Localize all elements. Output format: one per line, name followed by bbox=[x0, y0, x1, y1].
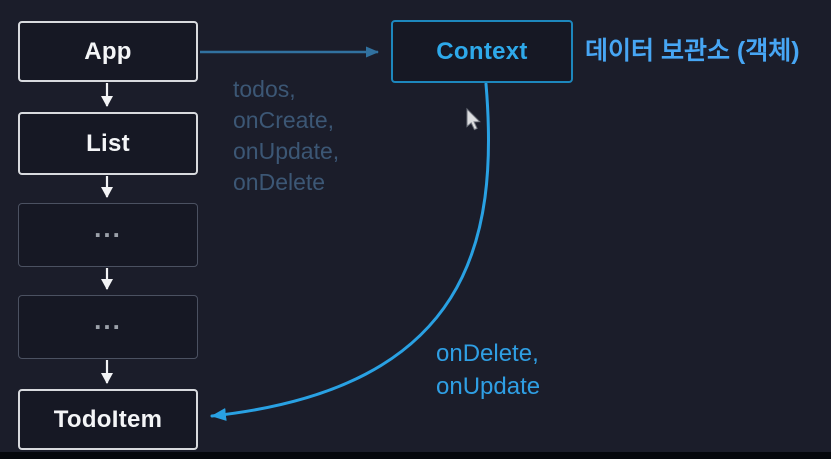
node-list: List bbox=[18, 112, 198, 175]
node-placeholder-1: ... bbox=[18, 203, 198, 267]
node-label: Context bbox=[436, 37, 528, 65]
context-note-label: 데이터 보관소 (객체) bbox=[585, 37, 800, 65]
node-label: List bbox=[86, 129, 130, 157]
node-todoitem: TodoItem bbox=[18, 389, 198, 450]
passed-prop-line: onCreate, bbox=[233, 107, 335, 133]
context-provides-line: onUpdate bbox=[436, 373, 541, 400]
passed-prop-line: onDelete bbox=[233, 169, 326, 195]
context-provides-line: onDelete, bbox=[436, 340, 539, 367]
passed-prop-line: todos, bbox=[233, 76, 296, 102]
mouse-cursor-icon bbox=[466, 107, 481, 131]
letterbox-bar bbox=[0, 452, 831, 459]
node-context: Context bbox=[391, 20, 573, 83]
node-label: App bbox=[84, 37, 132, 65]
passed-prop-line: onUpdate, bbox=[233, 138, 340, 164]
node-placeholder-2: ... bbox=[18, 295, 198, 359]
node-app: App bbox=[18, 21, 198, 82]
passed-props-list: todos, onCreate, onUpdate, onDelete bbox=[233, 74, 339, 198]
node-label: TodoItem bbox=[53, 405, 163, 433]
context-provides-list: onDelete, onUpdate bbox=[436, 337, 540, 403]
